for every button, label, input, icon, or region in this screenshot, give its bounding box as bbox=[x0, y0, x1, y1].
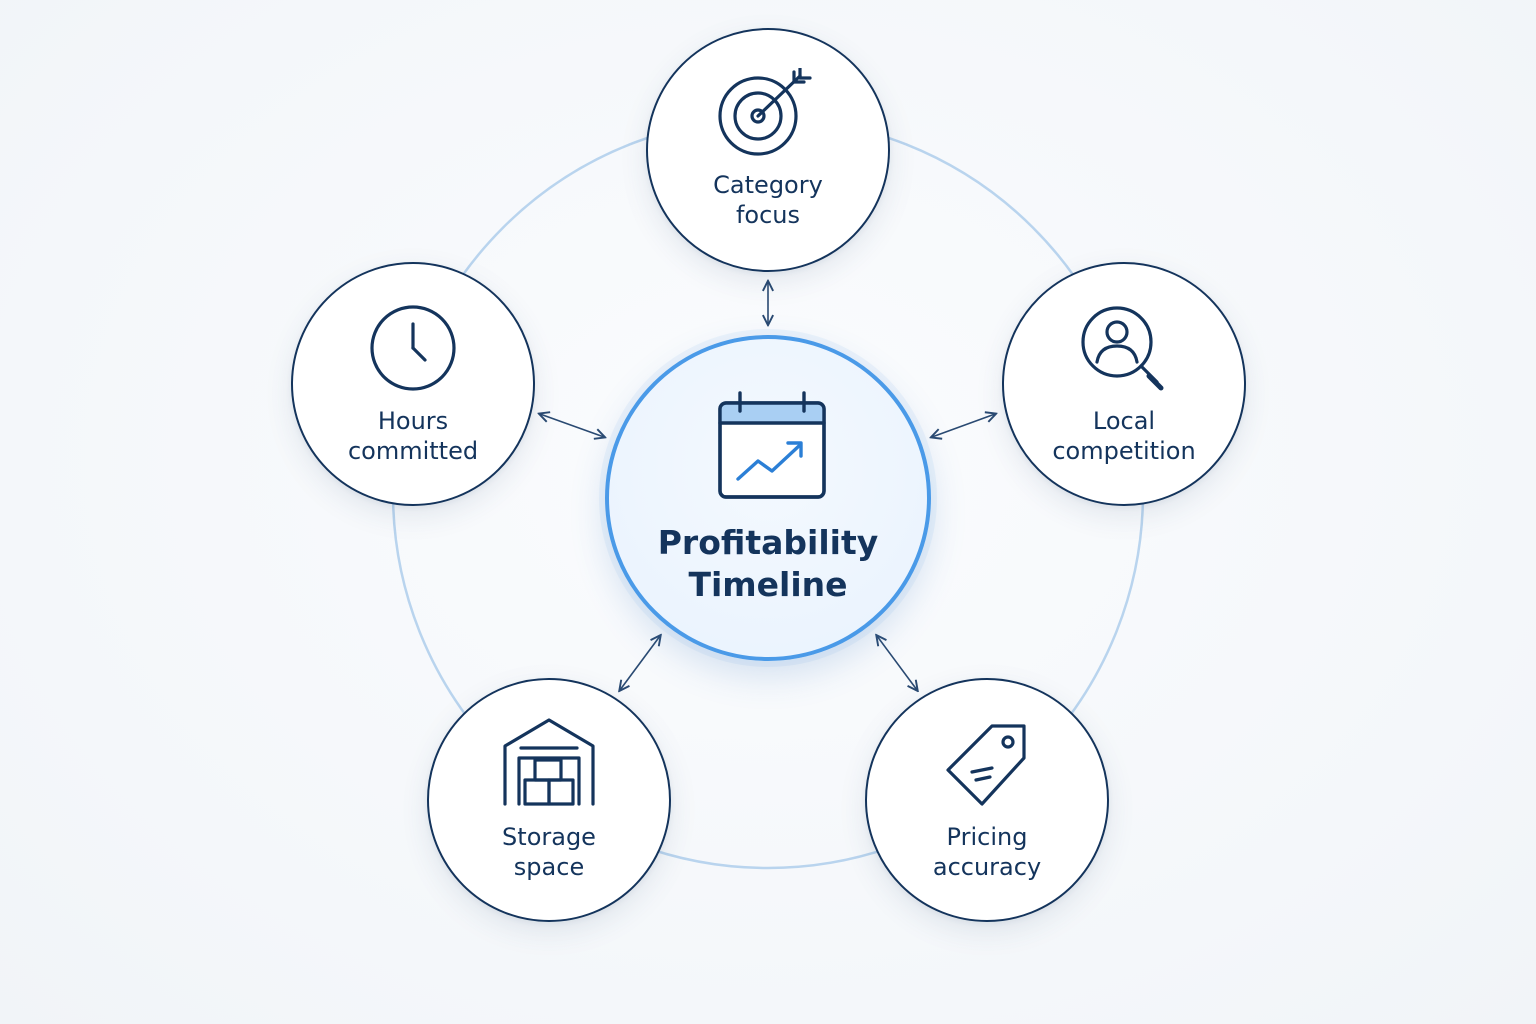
clock-icon bbox=[369, 304, 457, 392]
node-hours-committed: Hours committed bbox=[291, 262, 535, 506]
price-tag-icon bbox=[942, 720, 1032, 810]
factor-label: Pricing accuracy bbox=[932, 823, 1042, 881]
arrow-pricing-accuracy bbox=[877, 636, 917, 690]
node-pricing-accuracy: Pricing accuracy bbox=[865, 678, 1109, 922]
arrow-storage-space bbox=[620, 636, 660, 690]
center-title: Profitability Timeline bbox=[657, 523, 879, 604]
factor-label: Storage space bbox=[502, 823, 596, 881]
node-local-competition: Local competition bbox=[1002, 262, 1246, 506]
node-storage-space: Storage space bbox=[427, 678, 671, 922]
warehouse-icon bbox=[501, 718, 597, 808]
factor-label: Hours committed bbox=[347, 407, 479, 465]
calendar-trend-icon bbox=[714, 389, 830, 503]
center-node-profitability-timeline: Profitability Timeline bbox=[605, 335, 931, 661]
arrow-hours-committed bbox=[540, 414, 604, 437]
arrow-local-competition bbox=[932, 414, 995, 437]
factor-label: Local competition bbox=[1052, 407, 1196, 465]
target-icon bbox=[718, 66, 818, 158]
node-category-focus: Category focus bbox=[646, 28, 890, 272]
factor-label: Category focus bbox=[713, 171, 823, 229]
user-search-icon bbox=[1079, 304, 1169, 394]
